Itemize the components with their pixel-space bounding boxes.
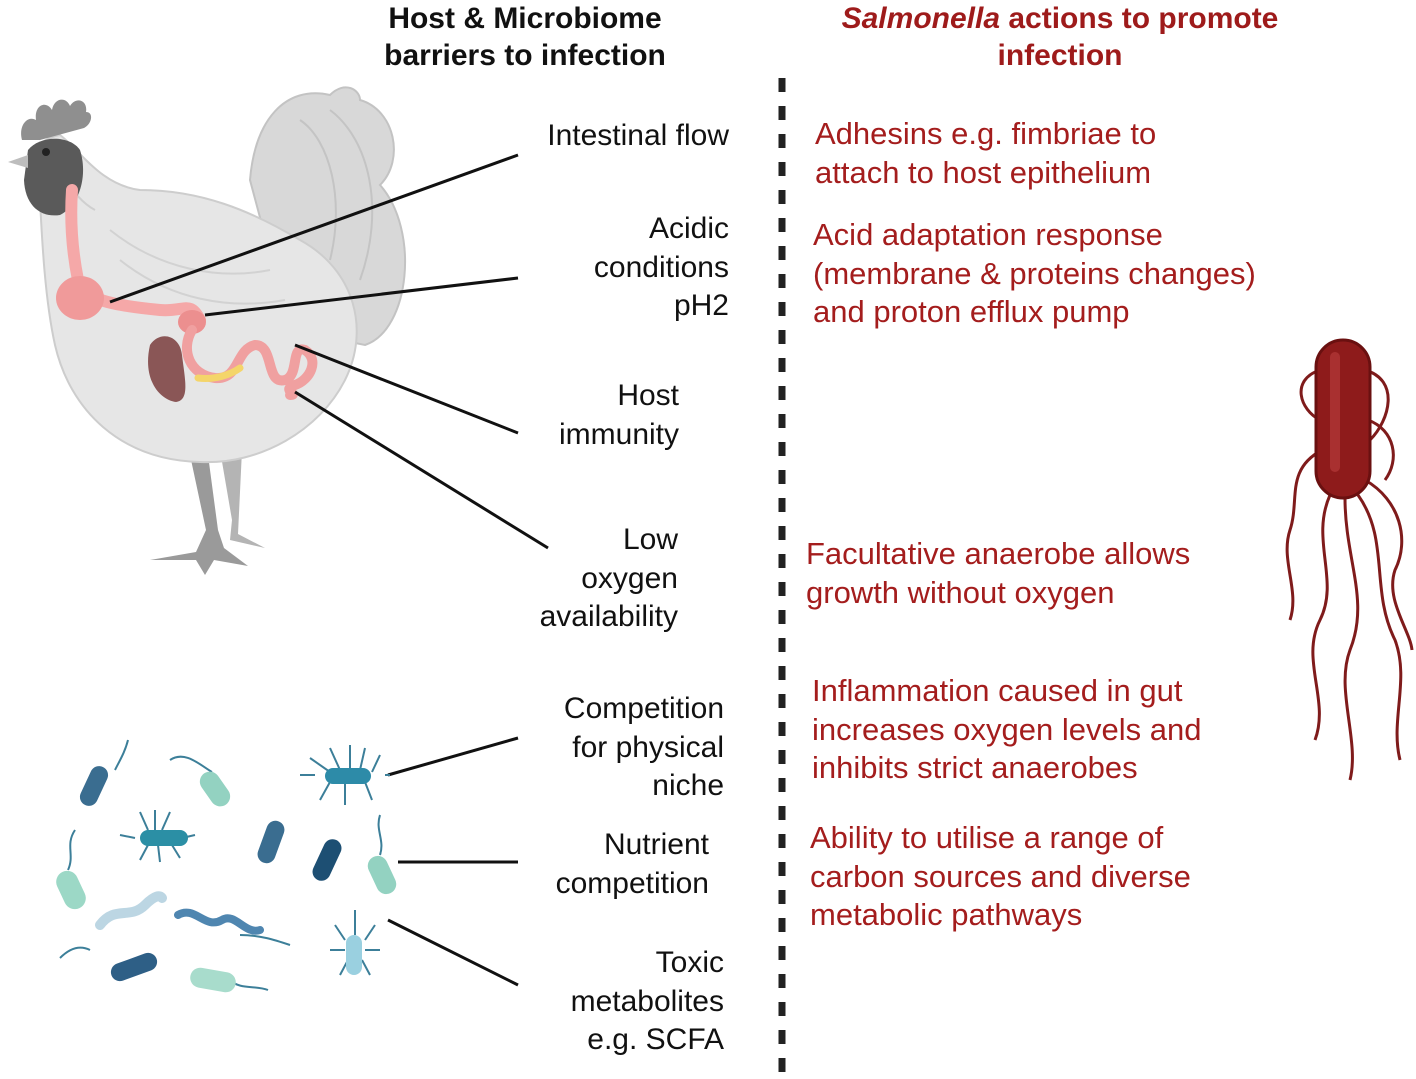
connector-lines: [109, 153, 549, 987]
action-line: metabolic pathways: [810, 897, 1083, 932]
barrier-host-immunity: Host immunity: [559, 377, 679, 454]
barrier-acidic-conditions: Acidic conditions pH2: [594, 210, 729, 326]
action-inflammation: Inflammation caused in gut increases oxy…: [812, 672, 1201, 788]
action-adhesins: Adhesins e.g. fimbriae to attach to host…: [815, 115, 1156, 192]
barrier-line: Nutrient: [603, 828, 709, 861]
action-line: carbon sources and diverse: [810, 858, 1191, 894]
action-facultative-anaerobe: Facultative anaerobe allows growth witho…: [806, 535, 1190, 612]
barrier-line: competition: [555, 866, 709, 900]
actions-header-line-2: infection: [997, 39, 1123, 72]
action-line: Facultative anaerobe allows: [806, 536, 1191, 571]
barrier-line: conditions: [593, 250, 729, 284]
salmonella-italic-label: Salmonella: [841, 2, 1001, 35]
barrier-low-oxygen: Low oxygen availability: [540, 521, 678, 637]
microbiome-bacteria-icon: [56, 739, 397, 993]
action-line: inhibits strict anaerobes: [812, 750, 1138, 785]
action-line: attach to host epithelium: [815, 154, 1152, 190]
barrier-line: metabolites: [570, 984, 724, 1018]
barrier-competition-niche: Competition for physical niche: [564, 690, 724, 806]
action-line: Adhesins e.g. fimbriae to: [815, 116, 1157, 151]
barrier-line: Toxic: [655, 946, 724, 979]
actions-header-line-1: Salmonella actions to promote: [800, 0, 1320, 37]
action-line: growth without oxygen: [806, 574, 1115, 610]
barrier-line: Competition: [563, 692, 724, 725]
action-acid-adaptation: Acid adaptation response (membrane & pro…: [813, 216, 1256, 332]
barrier-line: niche: [652, 769, 724, 802]
action-line: (membrane & proteins changes): [813, 255, 1256, 291]
action-line: Inflammation caused in gut: [812, 673, 1183, 708]
chicken-icon: [8, 86, 406, 575]
barrier-line: oxygen: [581, 561, 678, 595]
barrier-line: e.g. SCFA: [587, 1023, 724, 1056]
barrier-line: Intestinal flow: [547, 119, 729, 152]
barrier-intestinal-flow: Intestinal flow: [547, 117, 729, 156]
barrier-line: Low: [622, 523, 678, 556]
action-line: Ability to utilise a range of: [810, 820, 1164, 855]
barrier-line: for physical: [572, 730, 724, 764]
action-line: and proton efflux pump: [813, 294, 1130, 329]
action-carbon-sources: Ability to utilise a range of carbon sou…: [810, 819, 1191, 935]
barrier-nutrient-competition: Nutrient competition: [556, 826, 709, 903]
barrier-line: pH2: [673, 289, 729, 322]
barrier-line: immunity: [558, 417, 679, 451]
salmonella-bacterium-icon: [1285, 338, 1414, 781]
barrier-toxic-metabolites: Toxic metabolites e.g. SCFA: [571, 944, 724, 1060]
barrier-line: Acidic: [648, 212, 729, 245]
barriers-header-line-1: Host & Microbiome: [388, 2, 662, 35]
barriers-header: Host & Microbiome barriers to infection: [340, 0, 710, 74]
barriers-header-line-2: barriers to infection: [384, 39, 666, 72]
barrier-line: availability: [539, 600, 678, 633]
action-line: Acid adaptation response: [813, 217, 1163, 252]
action-line: increases oxygen levels and: [812, 711, 1202, 747]
actions-header-rest: actions to promote: [1000, 2, 1279, 35]
barrier-line: Host: [617, 379, 679, 412]
actions-header: Salmonella actions to promote infection: [800, 0, 1320, 74]
